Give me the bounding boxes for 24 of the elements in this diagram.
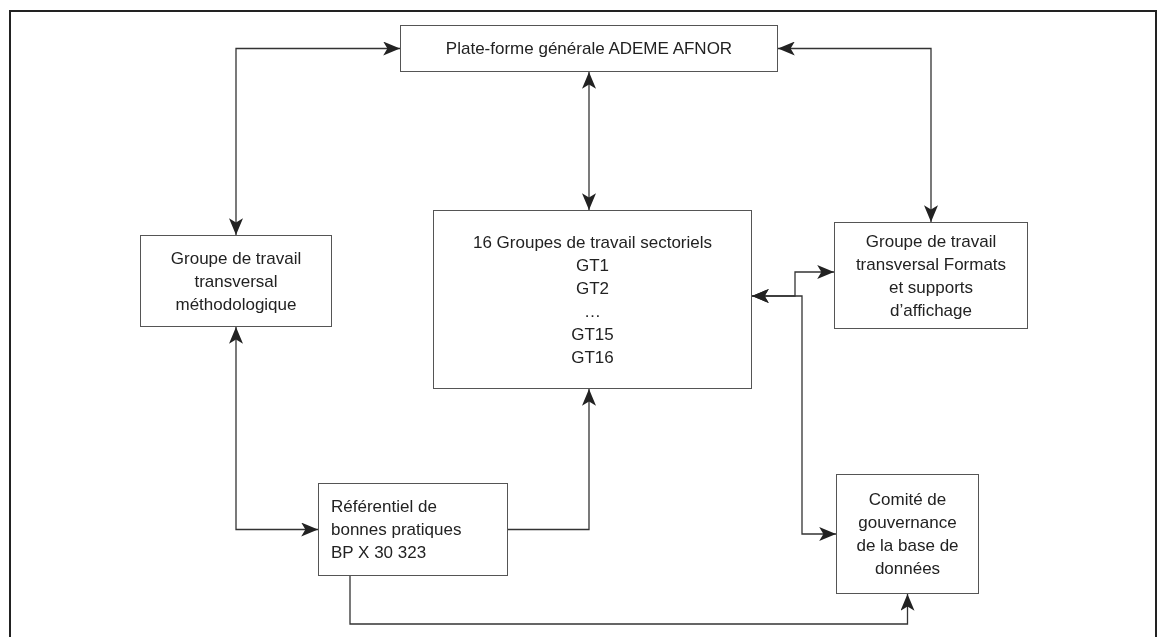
connector-arrow <box>751 289 837 541</box>
box-text: GT15 <box>571 323 614 346</box>
box-text: Référentiel de bonnes pratiques BP X 30 323 <box>331 496 463 564</box>
connector-arrow <box>507 388 596 531</box>
process-box <box>433 210 752 389</box>
process-box <box>836 474 979 594</box>
box-text: Comité de gouvernance de la base de données <box>855 489 960 580</box>
connector-arrow <box>229 326 319 537</box>
box-text: GT1 <box>575 254 610 277</box>
box-text: Groupe de travail transversal méthodologique <box>169 247 303 316</box>
process-box <box>834 222 1028 329</box>
box-text: GT2 <box>575 277 610 300</box>
connector-arrow <box>349 575 915 625</box>
connector-arrow <box>582 71 596 211</box>
process-box <box>318 483 508 576</box>
process-box <box>400 25 778 72</box>
box-text: Groupe de travail transversal Formats et supports d’affichage <box>854 230 1008 322</box>
box-text: Plate-forme générale ADEME AFNOR <box>445 38 733 60</box>
box-text: 16 Groupes de travail sectoriels <box>472 231 713 254</box>
process-box <box>140 235 332 327</box>
box-text: GT16 <box>571 346 614 369</box>
box-text: … <box>584 300 601 323</box>
connector-arrow <box>777 41 938 223</box>
connector-arrow <box>229 41 401 236</box>
